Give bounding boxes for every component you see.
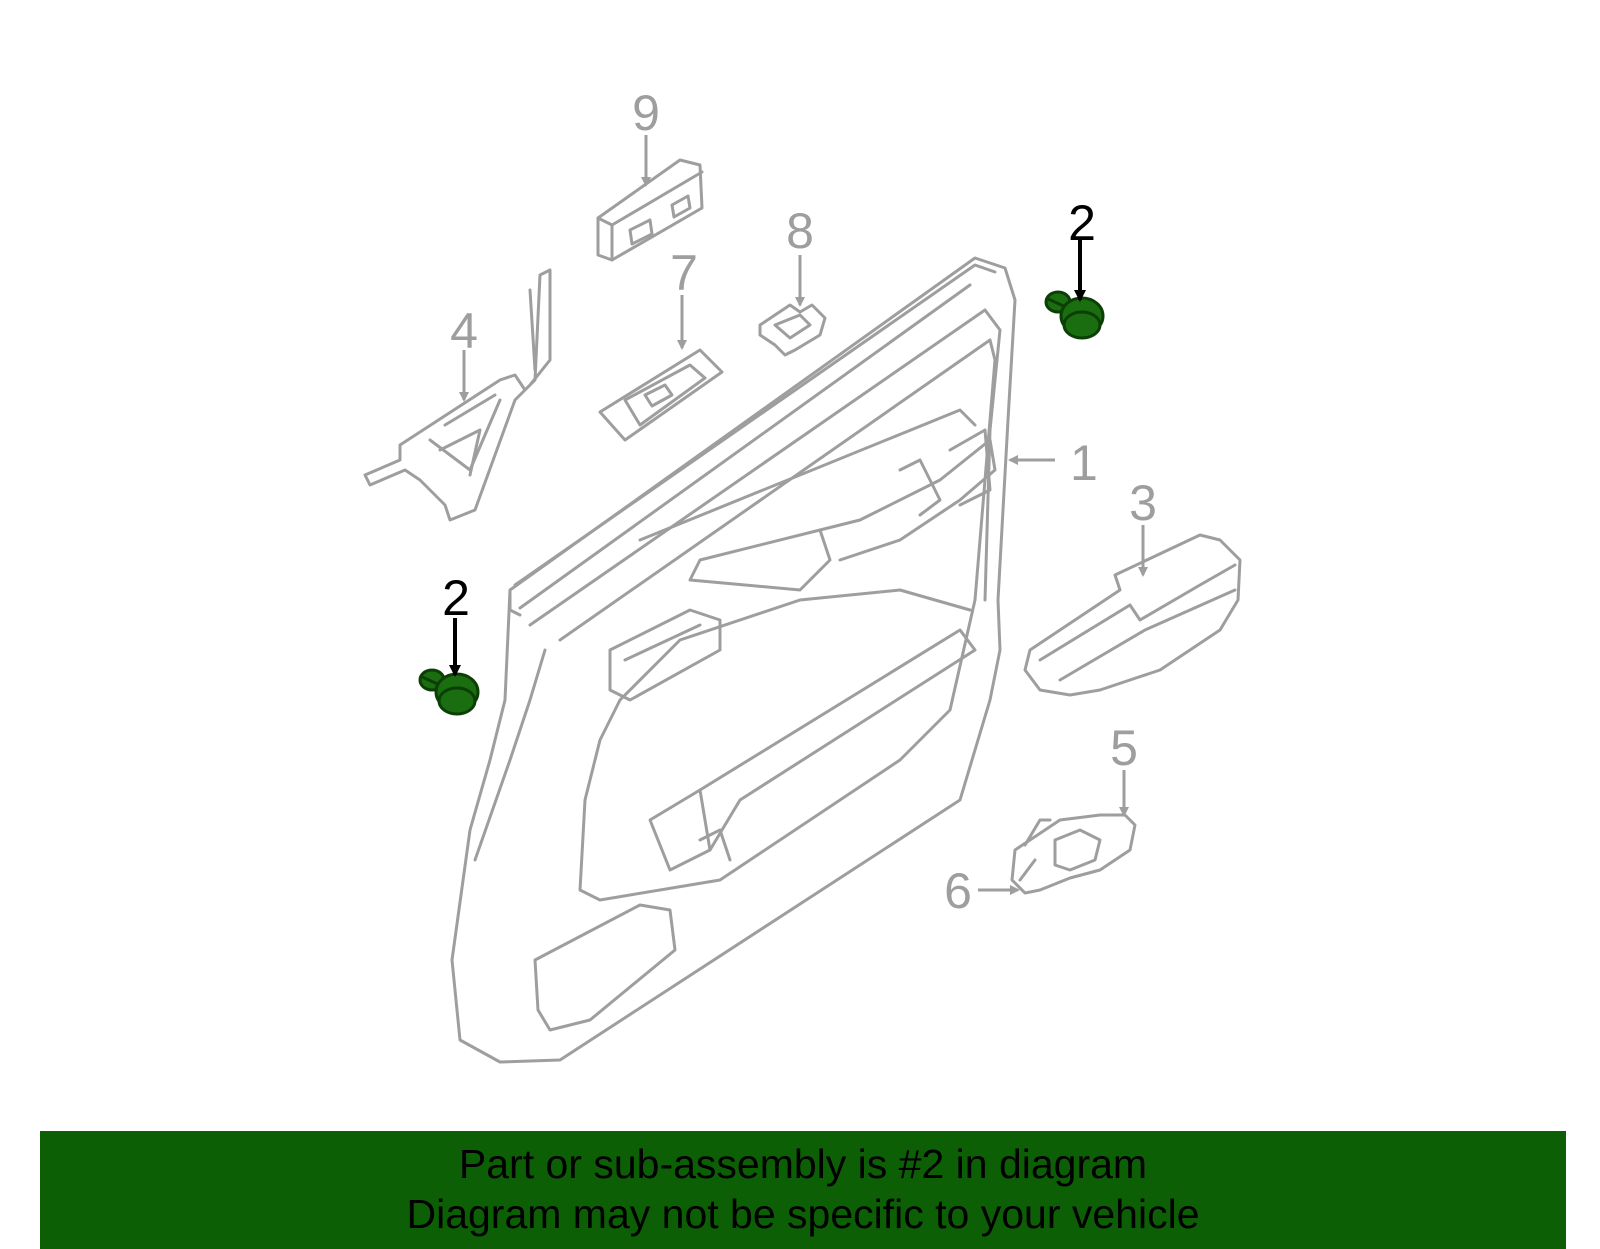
callout-9: 9 bbox=[632, 85, 660, 141]
door-trim-panel bbox=[450, 256, 1017, 1064]
callout-5: 5 bbox=[1110, 720, 1138, 776]
clip-fastener-right bbox=[1044, 290, 1105, 340]
callout-6: 6 bbox=[944, 863, 972, 919]
callout-7: 7 bbox=[670, 245, 698, 301]
bracket-part bbox=[363, 268, 552, 522]
callout-4: 4 bbox=[450, 303, 478, 359]
window-switch-part bbox=[596, 158, 704, 262]
callout-2-left: 2 bbox=[442, 570, 470, 626]
info-banner: Part or sub-assembly is #2 in diagram Di… bbox=[40, 1131, 1566, 1249]
leader-arrows bbox=[449, 135, 1148, 895]
clip-part bbox=[758, 303, 827, 357]
banner-line-disclaimer: Diagram may not be specific to your vehi… bbox=[406, 1191, 1200, 1237]
switch-bezel-part bbox=[598, 348, 724, 442]
callout-8: 8 bbox=[786, 203, 814, 259]
inner-handle-part bbox=[1010, 813, 1137, 895]
callout-1: 1 bbox=[1070, 435, 1098, 491]
callout-labels: 1 2 2 3 4 5 6 7 8 9 bbox=[442, 85, 1157, 919]
banner-line-part-number: Part or sub-assembly is #2 in diagram bbox=[458, 1141, 1148, 1187]
callout-3: 3 bbox=[1129, 475, 1157, 531]
clip-fastener-left bbox=[418, 668, 480, 716]
callout-2-right: 2 bbox=[1068, 195, 1096, 251]
armrest-part bbox=[1023, 533, 1242, 697]
